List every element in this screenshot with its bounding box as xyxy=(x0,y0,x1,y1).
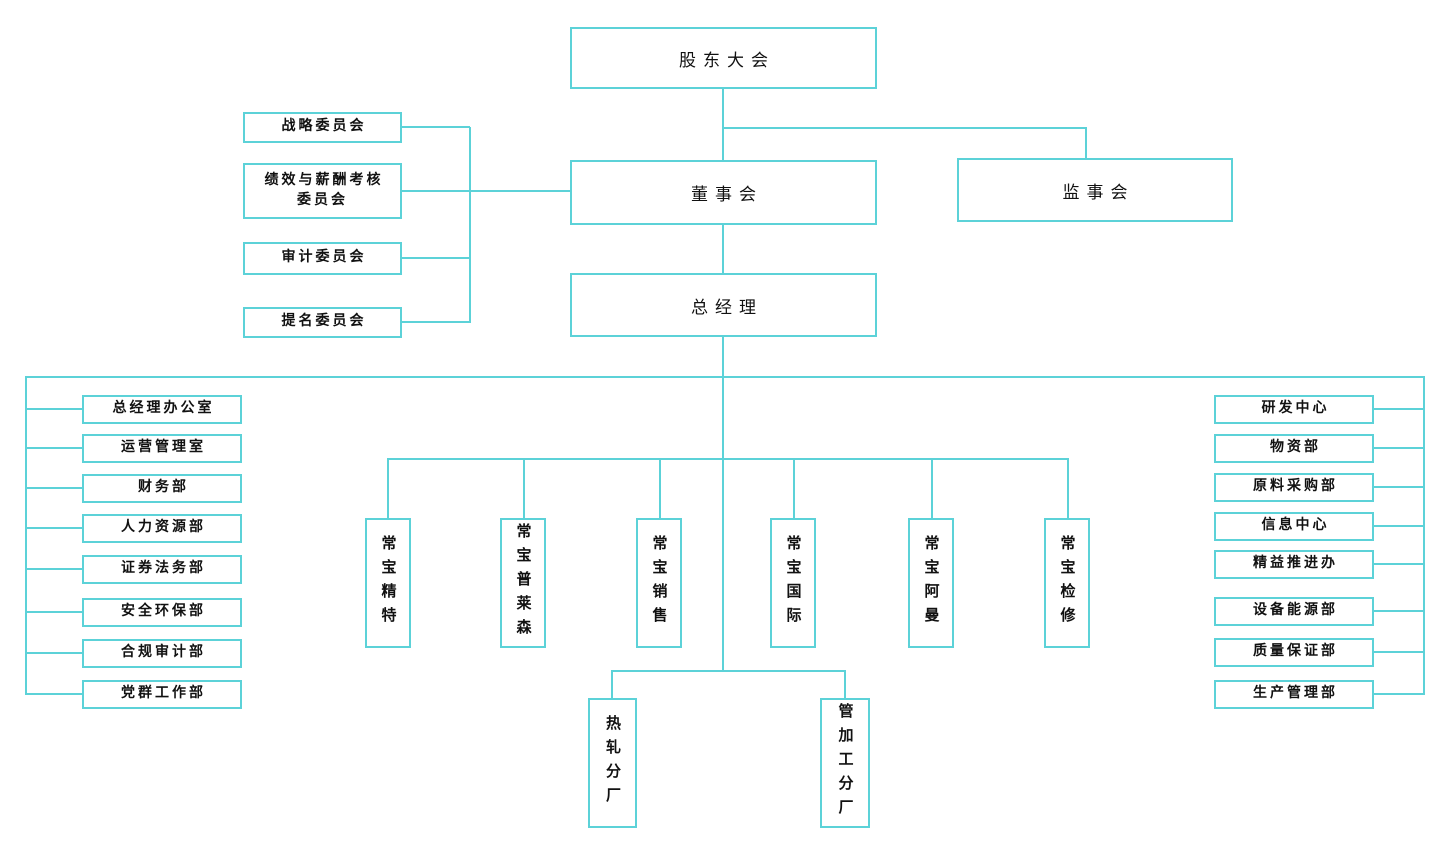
connector-line xyxy=(25,568,82,570)
subsidiary-changbao-oman: 常宝阿曼 xyxy=(908,518,954,648)
connector-line xyxy=(722,127,1087,129)
subsidiary-changbao-international: 常宝国际 xyxy=(770,518,816,648)
connector-line xyxy=(402,257,470,259)
connector-line xyxy=(469,127,471,323)
node-shareholders-meeting: 股东大会 xyxy=(570,27,877,89)
connector-line xyxy=(1374,486,1425,488)
connector-line xyxy=(1374,563,1425,565)
committee-nomination: 提名委员会 xyxy=(243,307,402,338)
connector-line xyxy=(844,670,846,698)
node-supervisory-board: 监事会 xyxy=(957,158,1233,222)
factory-pipe-processing: 管加工分厂 xyxy=(820,698,870,828)
connector-line xyxy=(25,376,27,695)
connector-line xyxy=(1374,525,1425,527)
connector-line xyxy=(1423,376,1425,695)
dept-quality-assurance: 质量保证部 xyxy=(1214,638,1374,667)
connector-line xyxy=(25,527,82,529)
connector-line xyxy=(722,225,724,273)
committee-audit: 审计委员会 xyxy=(243,242,402,275)
dept-information-center: 信息中心 xyxy=(1214,512,1374,541)
connector-line xyxy=(1374,408,1425,410)
connector-line xyxy=(1374,610,1425,612)
connector-line xyxy=(1374,693,1425,695)
connector-line xyxy=(611,670,613,698)
connector-line xyxy=(1085,127,1087,159)
connector-line xyxy=(931,458,933,518)
dept-gm-office: 总经理办公室 xyxy=(82,395,242,424)
subsidiary-changbao-sales: 常宝销售 xyxy=(636,518,682,648)
connector-line xyxy=(659,458,661,518)
connector-line xyxy=(1374,651,1425,653)
connector-line xyxy=(25,693,82,695)
connector-line xyxy=(402,321,470,323)
connector-line xyxy=(402,190,570,192)
connector-line xyxy=(25,447,82,449)
connector-line xyxy=(611,670,846,672)
dept-finance: 财务部 xyxy=(82,474,242,503)
subsidiary-changbao-jingte: 常宝精特 xyxy=(365,518,411,648)
dept-compliance-audit: 合规审计部 xyxy=(82,639,242,668)
node-general-manager: 总经理 xyxy=(570,273,877,337)
dept-raw-material-procurement: 原料采购部 xyxy=(1214,473,1374,502)
connector-line xyxy=(25,611,82,613)
connector-line xyxy=(793,458,795,518)
connector-line xyxy=(523,458,525,518)
subsidiary-changbao-pulaisen: 常宝普莱森 xyxy=(500,518,546,648)
dept-operations-management: 运营管理室 xyxy=(82,434,242,463)
connector-line xyxy=(402,126,470,128)
node-board-of-directors: 董事会 xyxy=(570,160,877,225)
dept-equipment-energy: 设备能源部 xyxy=(1214,597,1374,626)
connector-line xyxy=(25,376,1425,378)
connector-line xyxy=(1067,458,1069,518)
connector-line xyxy=(1374,447,1425,449)
dept-lean-promotion-office: 精益推进办 xyxy=(1214,550,1374,579)
dept-human-resources: 人力资源部 xyxy=(82,514,242,543)
dept-securities-legal: 证券法务部 xyxy=(82,555,242,584)
connector-line xyxy=(387,458,1069,460)
connector-line xyxy=(25,487,82,489)
dept-materials: 物资部 xyxy=(1214,434,1374,463)
connector-line xyxy=(25,408,82,410)
factory-hot-rolling: 热轧分厂 xyxy=(588,698,637,828)
dept-production-management: 生产管理部 xyxy=(1214,680,1374,709)
connector-line xyxy=(722,89,724,160)
connector-line xyxy=(387,458,389,518)
dept-party-mass-work: 党群工作部 xyxy=(82,680,242,709)
dept-safety-environment: 安全环保部 xyxy=(82,598,242,627)
dept-rd-center: 研发中心 xyxy=(1214,395,1374,424)
committee-performance-compensation: 绩效与薪酬考核 委员会 xyxy=(243,163,402,219)
committee-strategy: 战略委员会 xyxy=(243,112,402,143)
subsidiary-changbao-maintenance: 常宝检修 xyxy=(1044,518,1090,648)
connector-line xyxy=(25,652,82,654)
connector-line xyxy=(722,337,724,670)
